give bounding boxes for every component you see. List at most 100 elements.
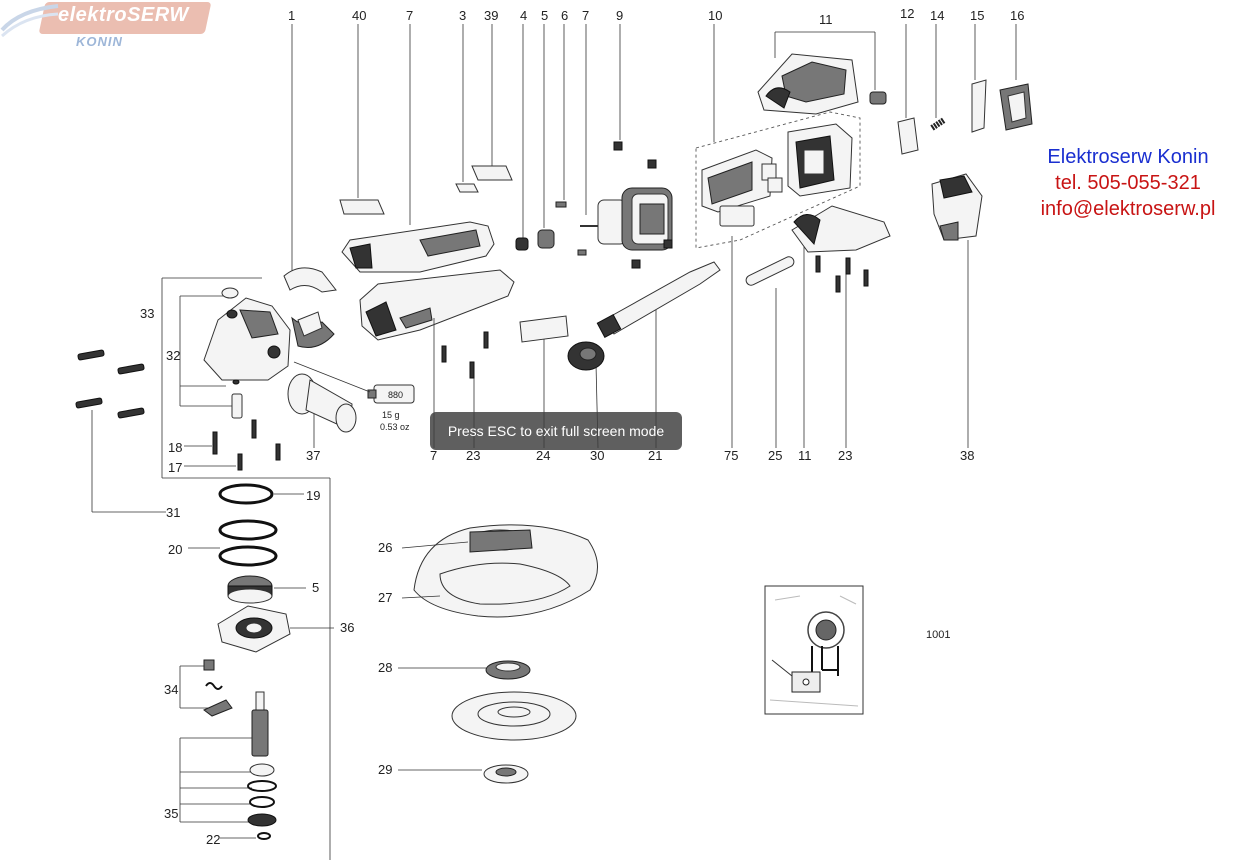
- sticker-24: [519, 315, 569, 343]
- flange-28: [398, 660, 531, 680]
- grease-weight-g: 15 g: [382, 410, 400, 420]
- rear-cover-11: [757, 53, 859, 115]
- switch-frame-11: [787, 123, 853, 197]
- armature-9: [580, 187, 673, 251]
- contact-email[interactable]: info@elektroserw.pl: [1040, 198, 1216, 220]
- pin-25: [745, 256, 795, 286]
- spindle-35: [220, 691, 277, 840]
- brush-holder-b: [647, 159, 657, 169]
- label-37: 37: [306, 448, 320, 463]
- label-28: 28: [378, 660, 392, 675]
- brush-holder-a: [613, 141, 623, 151]
- screw-6: [555, 201, 567, 208]
- logo-city: KONIN: [76, 34, 123, 49]
- spring-14: [930, 117, 946, 131]
- label-11-bottom: 11: [798, 448, 812, 463]
- grease-weight-oz: 0.53 oz: [380, 422, 410, 432]
- label-36: 36: [340, 620, 354, 635]
- label-40: 40: [352, 8, 366, 23]
- sticker-12: [897, 117, 919, 155]
- left-bracket-lines: [161, 277, 331, 860]
- label-17: 17: [168, 460, 182, 475]
- motor-housing-lower: [359, 269, 515, 341]
- left-part-labels: 33 32 18 17 31 19 20 5 36 34 35 22: [140, 306, 354, 847]
- label-1: 1: [288, 8, 295, 23]
- clip-11: [869, 91, 887, 105]
- label-38: 38: [960, 448, 974, 463]
- guard-labels: 26 27 28 29: [378, 540, 392, 777]
- label-7-top-b: 7: [582, 8, 589, 23]
- clamp-ring-1: [283, 267, 337, 348]
- o-ring-20a: [218, 519, 278, 541]
- lock-lever-34: [203, 699, 233, 717]
- lock-button-34: [203, 659, 215, 671]
- electronics-group-outline: [695, 111, 861, 249]
- label-5-top: 5: [541, 8, 548, 23]
- contact-phone: tel. 505-055-321: [1055, 172, 1201, 194]
- label-33: 33: [140, 306, 154, 321]
- label-14: 14: [930, 8, 944, 23]
- label-15: 15: [970, 8, 984, 23]
- label-25: 25: [768, 448, 782, 463]
- screws-17-18: [184, 419, 281, 471]
- label-24: 24: [536, 448, 550, 463]
- handle-half-11: [791, 205, 891, 293]
- grease-code: 880: [388, 390, 403, 400]
- contact-block: Elektroserw Konin tel. 505-055-321 info@…: [1008, 144, 1248, 222]
- label-5-left: 5: [312, 580, 319, 595]
- logo-text: elektroSERW: [58, 4, 189, 26]
- label-21: 21: [648, 448, 662, 463]
- motor-housing-upper: [341, 221, 495, 273]
- label-35: 35: [164, 806, 178, 821]
- electronics-module-10: [701, 149, 783, 227]
- sticker-3: [455, 183, 479, 193]
- switch-rod-21: [596, 261, 721, 338]
- screw-small: [577, 249, 587, 256]
- top-leader-lines: [291, 24, 1017, 275]
- sticker-40: [339, 199, 385, 215]
- fullscreen-hint-toast: Press ESC to exit full screen mode: [430, 412, 682, 450]
- logo-swoosh-icon: [0, 4, 59, 38]
- screws-31: [75, 349, 166, 513]
- label-18: 18: [168, 440, 182, 455]
- label-39: 39: [484, 8, 498, 23]
- label-34: 34: [164, 682, 178, 697]
- o-ring-20b: [218, 545, 278, 567]
- label-23-a: 23: [466, 448, 480, 463]
- label-10: 10: [708, 8, 722, 23]
- grinding-disc: [451, 691, 577, 741]
- label-19: 19: [306, 488, 320, 503]
- grease-tube: 880 15 g 0.53 oz: [293, 361, 415, 432]
- wheel-guard-26-27: [401, 524, 598, 618]
- gear-housing-33: [203, 287, 291, 419]
- label-16: 16: [1010, 8, 1024, 23]
- drawing-number: 1001: [926, 629, 950, 641]
- label-22: 22: [206, 832, 220, 847]
- clamp-nut-29: [398, 764, 529, 784]
- slide-15: [971, 79, 987, 133]
- label-26: 26: [378, 540, 392, 555]
- label-20: 20: [168, 542, 182, 557]
- bearing-flange-36: [217, 605, 334, 653]
- screws-23: [441, 331, 489, 379]
- label-75: 75: [724, 448, 738, 463]
- label-30: 30: [590, 448, 604, 463]
- brush-holder-d: [631, 259, 641, 269]
- label-3: 3: [459, 8, 466, 23]
- knob-30: [567, 341, 605, 371]
- label-31: 31: [166, 505, 180, 520]
- brush-holder-c: [663, 239, 673, 249]
- bevel-gear-5: [227, 575, 306, 604]
- cap-38: [931, 173, 983, 241]
- fan-5: [537, 229, 555, 249]
- label-12: 12: [900, 6, 914, 21]
- label-9: 9: [616, 8, 623, 23]
- side-handle-37: [287, 373, 357, 448]
- contact-company: Elektroserw Konin: [1047, 146, 1209, 168]
- label-27: 27: [378, 590, 392, 605]
- label-7-top: 7: [406, 8, 413, 23]
- nut-4: [515, 237, 529, 251]
- label-7-bottom: 7: [430, 448, 437, 463]
- label-6: 6: [561, 8, 568, 23]
